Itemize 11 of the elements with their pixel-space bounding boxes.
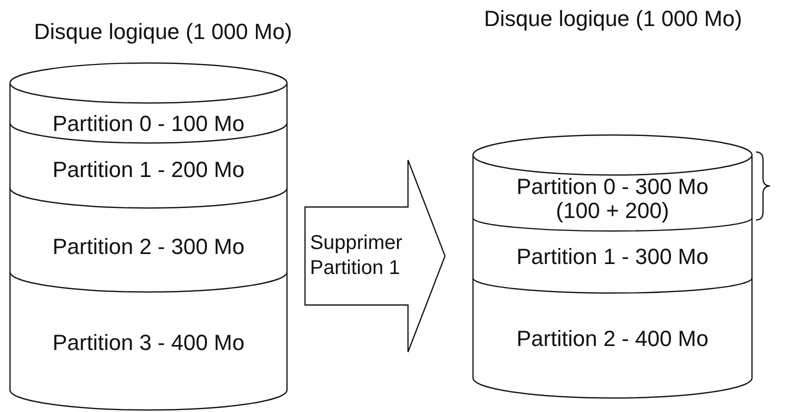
partition-label: Partition 3 - 400 Mo [52,330,244,356]
partition-label: Partition 0 - 100 Mo [52,112,244,136]
block-arrow [304,159,446,353]
disk-title: Disque logique (1 000 Mo) [484,6,742,32]
partition-label: Partition 0 - 300 Mo (100 + 200) [516,174,710,224]
partition-label: Partition 1 - 200 Mo [52,158,244,182]
disk-title: Disque logique (1 000 Mo) [34,19,292,45]
partition-label: Partition 2 - 400 Mo [516,326,708,352]
partition-label: Partition 2 - 300 Mo [52,234,244,260]
partition-label: Partition 1 - 300 Mo [516,244,708,270]
edge-label: Supprimer Partition 1 [310,231,404,281]
